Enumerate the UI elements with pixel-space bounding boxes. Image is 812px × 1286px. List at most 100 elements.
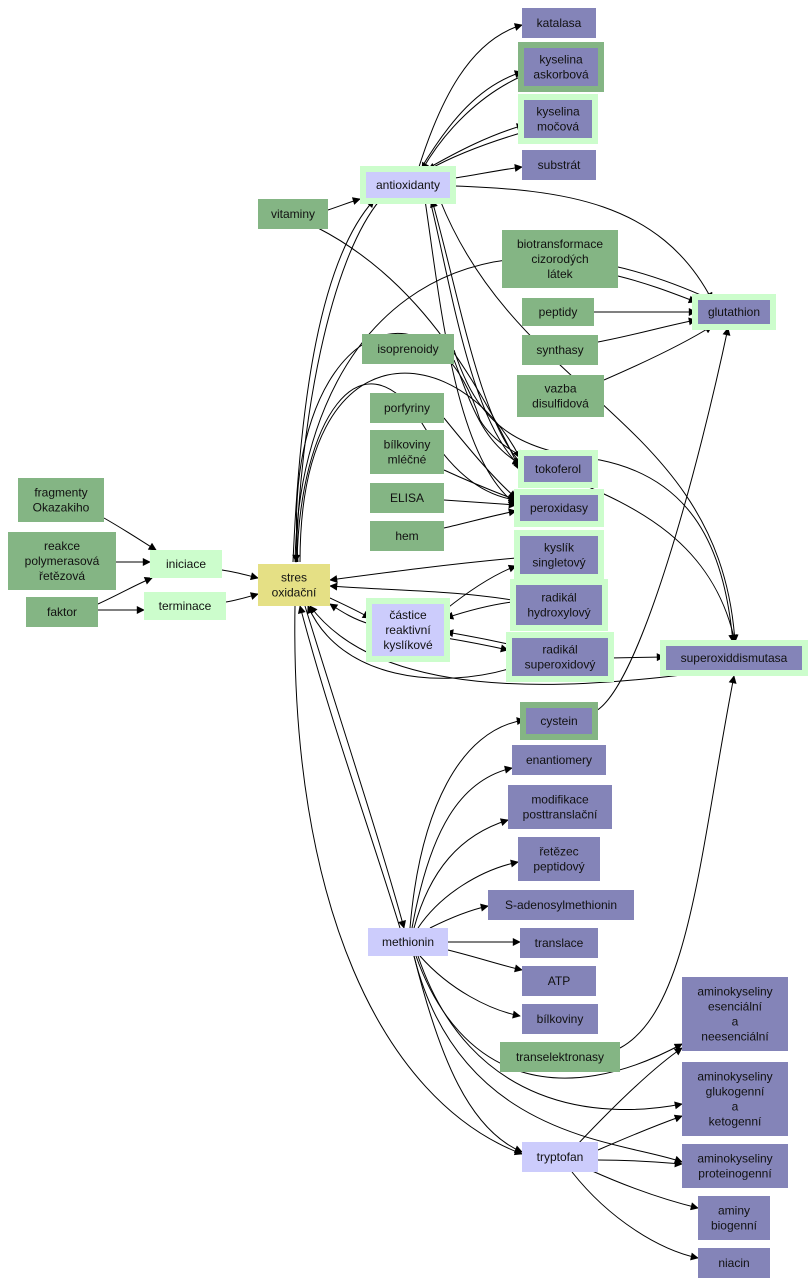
node-label: peroxidasy — [530, 501, 588, 515]
node-label: askorbová — [533, 68, 589, 82]
node-label: cystein — [540, 714, 577, 728]
edge-tryptofan-ak-esencialni — [575, 1047, 683, 1147]
node-terminace: terminace — [144, 592, 226, 620]
node-label: disulfidová — [532, 397, 589, 411]
edge-sod-stres — [309, 605, 691, 685]
node-label: cizorodých — [531, 252, 588, 266]
node-box — [488, 890, 634, 920]
edge-methionin-tryptofan — [413, 955, 523, 1153]
node-box — [368, 928, 448, 956]
node-iniciace: iniciace — [150, 550, 222, 578]
edge-antioxidanty-substrat — [454, 164, 523, 179]
node-label: iniciace — [166, 557, 206, 571]
edge-methionin-ak-glukogenni — [417, 955, 683, 1111]
edge-methionin-modifikace — [413, 818, 509, 929]
node-label: bílkoviny — [537, 1012, 584, 1026]
node-sadenosyl: S-adenosylmethionin — [488, 890, 634, 920]
node-label: superoxiddismutasa — [681, 651, 788, 665]
node-box — [502, 230, 618, 288]
node-box — [522, 335, 598, 365]
node-transelektronasy: transelektronasy — [500, 1042, 620, 1072]
node-label: fragmenty — [34, 486, 87, 500]
node-label: bílkoviny — [384, 438, 431, 452]
node-label: hydroxylový — [527, 606, 590, 620]
node-box — [522, 8, 596, 38]
node-atp: ATP — [522, 966, 596, 996]
node-box — [370, 430, 444, 474]
edge-methionin-retezec — [417, 859, 519, 929]
node-label: methionin — [382, 935, 434, 949]
edge-tryptofan-aminy — [589, 1169, 699, 1211]
edge-isoprenoidy-tokoferol — [453, 359, 521, 465]
node-label: tryptofan — [537, 1150, 584, 1164]
edge-superoxidovy-sod — [609, 653, 665, 662]
edge-hydroxylovy-stres — [329, 582, 513, 601]
node-label: ketogenní — [709, 1115, 762, 1129]
node-antioxidanty: antioxidanty — [360, 166, 456, 204]
node-label: biogenní — [711, 1219, 758, 1233]
edge-vitaminy-antioxidanty — [327, 197, 361, 211]
node-label: radikál — [541, 591, 576, 605]
node-label: reakce — [44, 539, 80, 553]
node-label: látek — [547, 267, 573, 281]
node-label: glukogenní — [706, 1085, 765, 1099]
node-faktor: faktor — [26, 597, 98, 627]
node-porfyriny: porfyriny — [370, 393, 444, 423]
edge-biotransformace-glutathion — [617, 275, 697, 304]
node-label: transelektronasy — [516, 1050, 604, 1064]
node-box — [682, 1062, 788, 1136]
edge-faktor-iniciace — [97, 577, 153, 605]
node-label: ELISA — [390, 491, 424, 505]
node-box — [520, 495, 598, 521]
edge-stres-glutathion — [294, 257, 713, 563]
node-box — [698, 1248, 770, 1278]
node-box — [512, 745, 606, 775]
node-box — [8, 532, 116, 590]
node-box — [522, 150, 596, 180]
node-peroxidasy: peroxidasy — [514, 489, 604, 527]
edge-stres-sod — [296, 332, 738, 643]
node-label: modifikace — [531, 793, 589, 807]
edge-methionin-atp — [447, 949, 523, 973]
node-box — [698, 1196, 770, 1240]
node-label: vazba — [544, 382, 576, 396]
node-label: isoprenoidy — [377, 342, 438, 356]
edge-methionin-cystein — [409, 717, 525, 929]
node-label: kyselina — [539, 53, 583, 67]
node-box — [522, 1142, 598, 1172]
edge-mocova-antioxidanty — [427, 131, 525, 171]
edge-transelektronasy-sod — [619, 675, 737, 1049]
node-label: stres — [281, 571, 307, 585]
node-box — [698, 300, 770, 324]
node-box — [524, 100, 592, 138]
node-box — [370, 521, 444, 551]
node-box — [18, 478, 104, 522]
node-box — [520, 928, 598, 958]
edge-bilkoviny-mlecne-peroxidasy — [443, 469, 517, 502]
node-box — [362, 334, 454, 364]
node-label: močová — [537, 120, 579, 134]
node-label: vitaminy — [271, 207, 315, 221]
edge-stres-tokoferol — [299, 372, 521, 563]
node-katalasa: katalasa — [522, 8, 596, 38]
node-box — [144, 592, 226, 620]
node-bilkoviny: bílkoviny — [522, 1004, 598, 1034]
node-label: řetězová — [39, 569, 85, 583]
node-label: porfyriny — [384, 401, 430, 415]
node-glutathion: glutathion — [692, 294, 776, 330]
node-label: aminy — [718, 1204, 750, 1218]
node-translace: translace — [520, 928, 598, 958]
node-label: niacin — [718, 1256, 749, 1270]
edge-elisa-peroxidasy — [443, 499, 517, 509]
edge-methionin-stres — [297, 605, 401, 929]
